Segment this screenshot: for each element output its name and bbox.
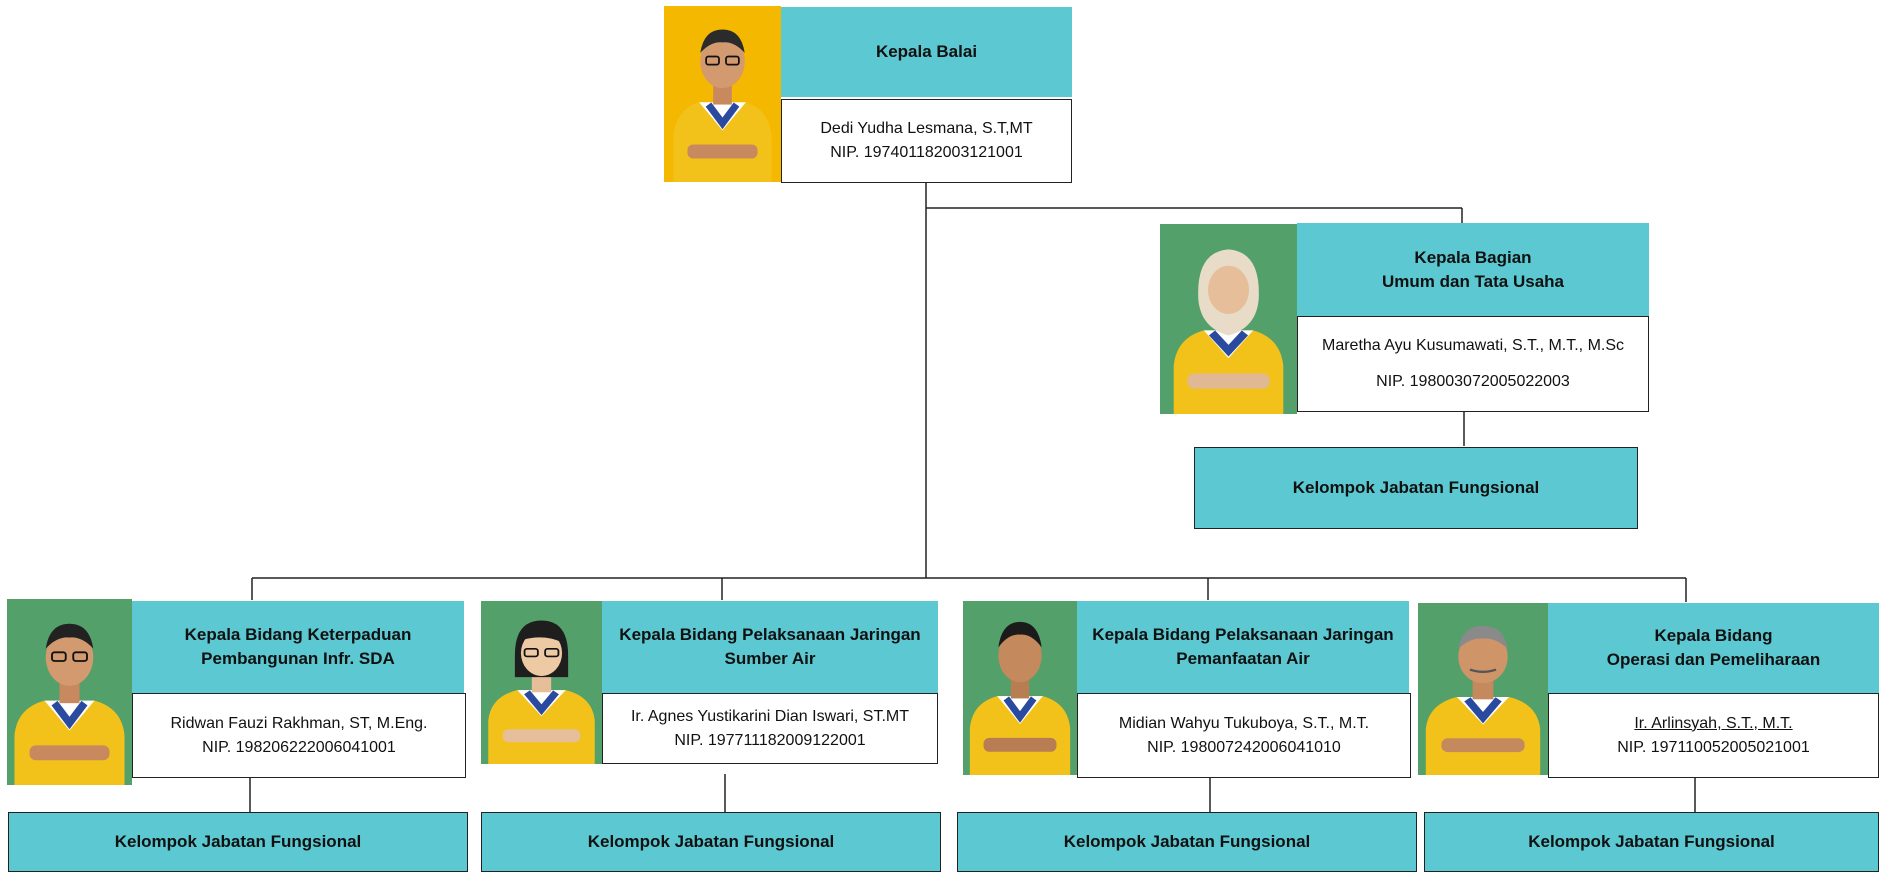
bidang-title-line1: Kepala Bidang Pelaksanaan Jaringan: [619, 625, 921, 644]
bidang-title-3: Kepala Bidang Pelaksanaan Jaringan Peman…: [1077, 601, 1409, 693]
bidang-name: Ir. Agnes Yustikarini Dian Iswari, ST.MT: [630, 707, 910, 725]
bidang-title-1: Kepala Bidang Keterpaduan Pembangunan In…: [132, 601, 464, 693]
bidang-group-3: Kelompok Jabatan Fungsional: [957, 812, 1417, 872]
person-photo-icon: [963, 601, 1077, 775]
bagian-title: Kepala Bagian Umum dan Tata Usaha: [1297, 223, 1649, 316]
person-photo-icon: [7, 599, 132, 785]
bidang-title-line2: Sumber Air: [724, 649, 816, 668]
bidang-group-1: Kelompok Jabatan Fungsional: [8, 812, 468, 872]
bidang-nip: NIP. 198206222006041001: [202, 738, 396, 756]
bidang-title-line2: Operasi dan Pemeliharaan: [1606, 650, 1821, 669]
head-info: Dedi Yudha Lesmana, S.T,MT NIP. 19740118…: [781, 99, 1072, 183]
bidang-photo-4: [1418, 603, 1548, 775]
bagian-group: Kelompok Jabatan Fungsional: [1194, 447, 1638, 529]
bidang-title-line2: Pembangunan Infr. SDA: [201, 649, 395, 668]
bidang-nip: NIP. 197110052005021001: [1617, 738, 1810, 756]
person-photo-icon: [481, 601, 602, 764]
bidang-title-line1: Kepala Bidang Pelaksanaan Jaringan: [1092, 625, 1394, 644]
bidang-group-label: Kelompok Jabatan Fungsional: [1528, 832, 1775, 851]
bidang-title-line2: Pemanfaatan Air: [1176, 649, 1310, 668]
bagian-info: Maretha Ayu Kusumawati, S.T., M.T., M.Sc…: [1297, 316, 1649, 412]
bagian-name: Maretha Ayu Kusumawati, S.T., M.T., M.Sc: [1321, 337, 1625, 354]
bagian-title-line1: Kepala Bagian: [1414, 247, 1532, 267]
head-nip: NIP. 197401182003121001: [830, 144, 1023, 161]
bidang-title-2: Kepala Bidang Pelaksanaan Jaringan Sumbe…: [602, 601, 938, 693]
bidang-title-4: Kepala Bidang Operasi dan Pemeliharaan: [1548, 603, 1879, 693]
person-photo-icon: [664, 6, 781, 182]
bidang-photo-1: [7, 599, 132, 785]
bidang-group-2: Kelompok Jabatan Fungsional: [481, 812, 941, 872]
bidang-title-line1: Kepala Bidang: [1654, 626, 1773, 645]
bidang-info-1: Ridwan Fauzi Rakhman, ST, M.Eng. NIP. 19…: [132, 693, 466, 778]
bidang-info-3: Midian Wahyu Tukuboya, S.T., M.T. NIP. 1…: [1077, 693, 1411, 778]
bidang-name: Midian Wahyu Tukuboya, S.T., M.T.: [1118, 714, 1370, 732]
bidang-group-label: Kelompok Jabatan Fungsional: [587, 832, 835, 851]
bidang-photo-3: [963, 601, 1077, 775]
bagian-photo: [1160, 224, 1297, 414]
bidang-nip: NIP. 197711182009122001: [674, 731, 866, 749]
bidang-group-4: Kelompok Jabatan Fungsional: [1424, 812, 1879, 872]
bidang-info-2: Ir. Agnes Yustikarini Dian Iswari, ST.MT…: [602, 693, 938, 764]
bagian-group-label: Kelompok Jabatan Fungsional: [1292, 478, 1540, 497]
bidang-info-4: Ir. Arlinsyah, S.T., M.T. NIP. 197110052…: [1548, 693, 1879, 778]
bidang-title-line1: Kepala Bidang Keterpaduan: [184, 625, 412, 644]
bagian-title-line2: Umum dan Tata Usaha: [1381, 271, 1564, 291]
bidang-photo-2: [481, 601, 602, 764]
bidang-group-label: Kelompok Jabatan Fungsional: [1063, 832, 1311, 851]
bidang-nip: NIP. 198007242006041010: [1147, 738, 1341, 756]
head-title-text: Kepala Balai: [875, 42, 978, 61]
bagian-nip: NIP. 198003072005022003: [1376, 373, 1570, 390]
bidang-name: Ridwan Fauzi Rakhman, ST, M.Eng.: [170, 714, 428, 732]
head-name: Dedi Yudha Lesmana, S.T,MT: [820, 120, 1033, 137]
head-photo: [664, 6, 781, 182]
person-photo-icon: [1418, 603, 1548, 775]
person-photo-icon: [1160, 224, 1297, 414]
bidang-group-label: Kelompok Jabatan Fungsional: [114, 832, 362, 851]
bidang-name: Ir. Arlinsyah, S.T., M.T.: [1634, 714, 1793, 732]
head-title: Kepala Balai: [781, 7, 1072, 97]
